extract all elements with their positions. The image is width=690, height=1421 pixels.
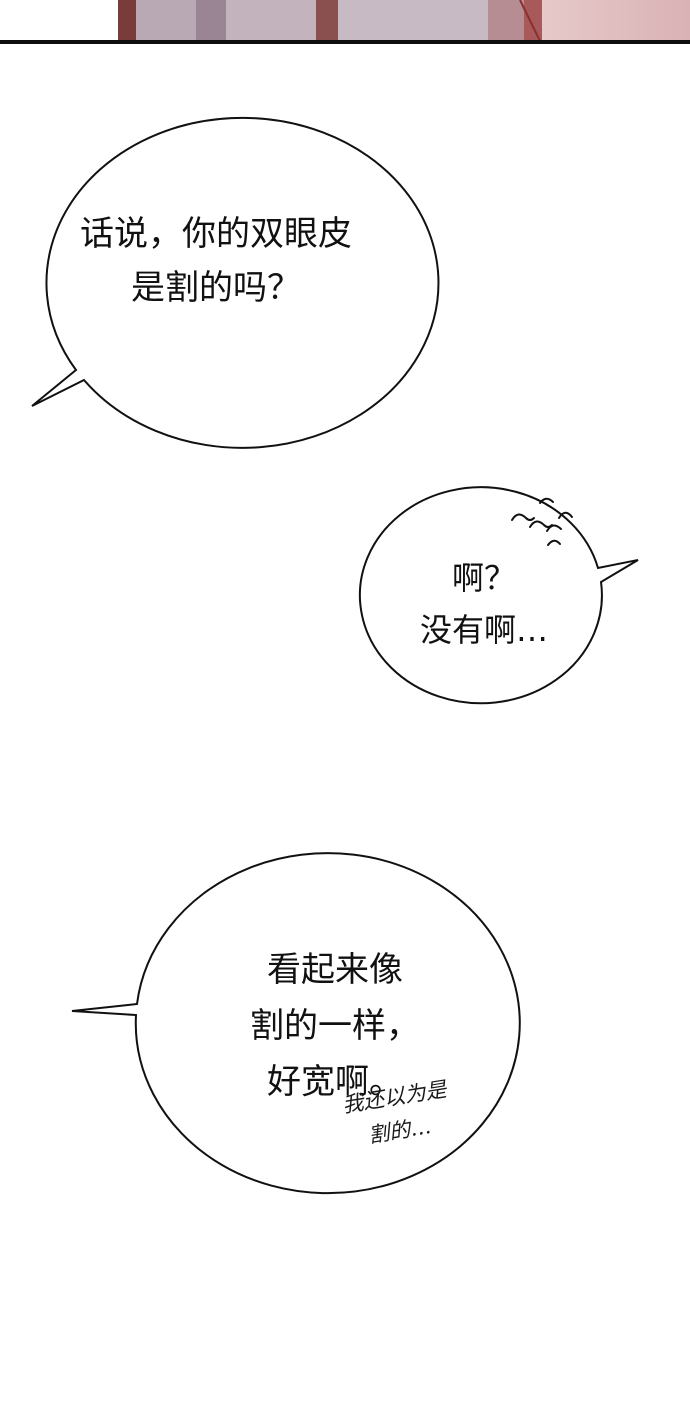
remark-line-3: 好宽啊。 [267,1062,403,1102]
panel-artwork [0,0,690,44]
speech-bubble-question [31,116,440,449]
remark-line-1: 看起来像 [267,950,403,990]
reply-line-1: 啊？ [451,559,516,597]
speech-bubble-reply [358,486,639,705]
question-line-1: 话说，你的双眼皮 [80,214,352,254]
remark-line-2: 割的一样， [250,1006,420,1046]
question-text: 话说，你的双眼皮 是割的吗？ [40,207,392,315]
reply-text: 啊？ 没有啊… [370,552,598,656]
previous-panel-fragment [0,0,690,44]
remark-text: 看起来像 割的一样， 好宽啊。 [200,942,470,1110]
reply-line-2: 没有啊… [419,611,548,649]
squiggle-marks [511,497,573,546]
speech-bubble-remark [71,852,521,1195]
question-line-2: 是割的吗？ [131,268,301,308]
